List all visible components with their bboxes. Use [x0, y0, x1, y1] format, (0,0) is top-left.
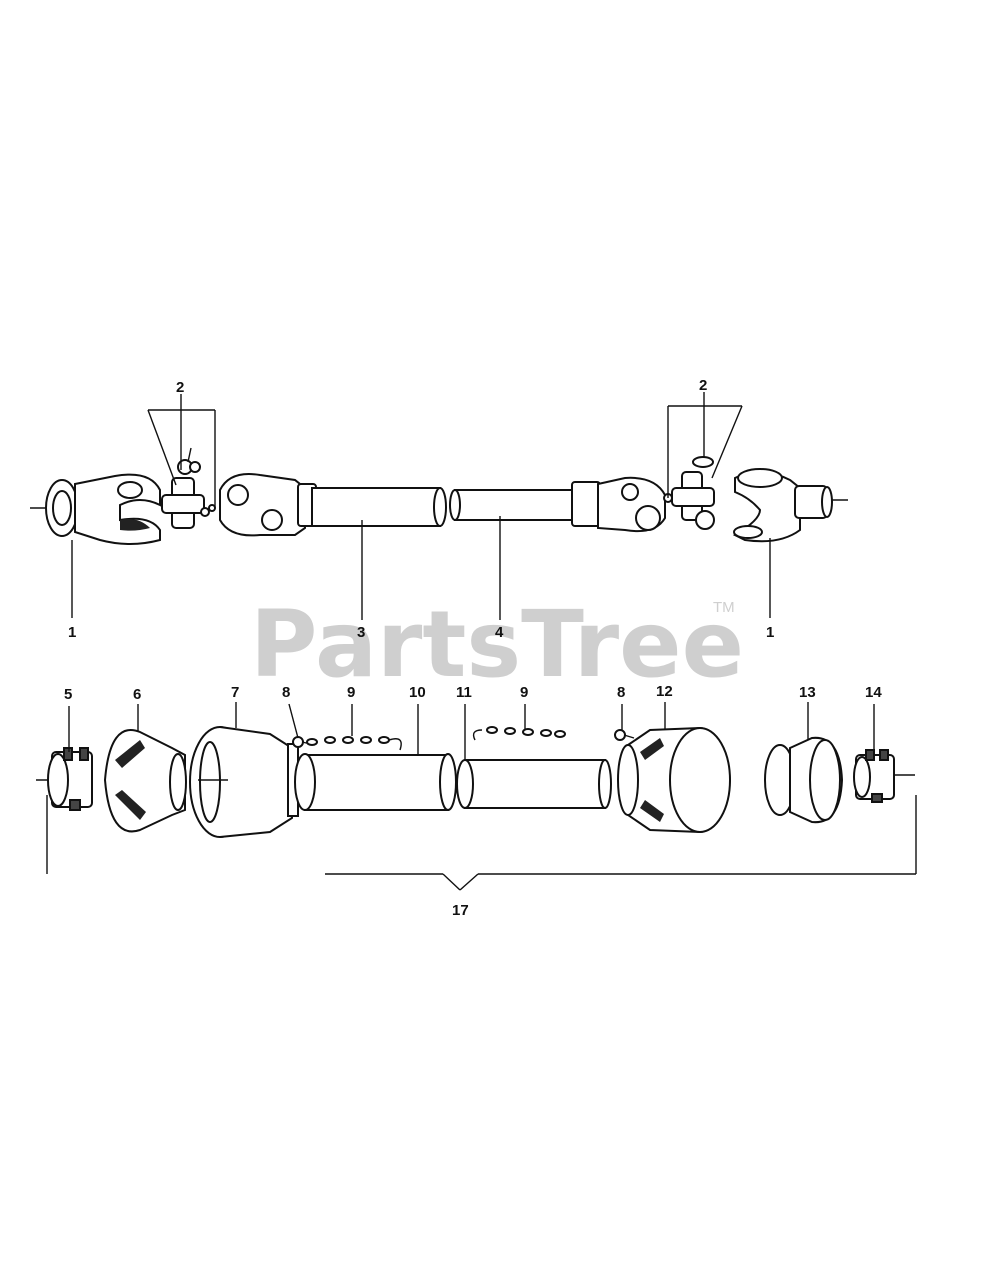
callout-13: 13	[799, 684, 816, 701]
part-8-right-screw[interactable]	[614, 729, 635, 741]
callout-5: 5	[64, 686, 72, 703]
part-13-guard-cone[interactable]	[764, 736, 844, 824]
callout-4: 4	[495, 624, 504, 641]
callout-8-right: 8	[617, 684, 625, 701]
part-11-inner-guard-tube[interactable]	[456, 759, 612, 809]
part-14-bearing-ring[interactable]	[853, 749, 895, 803]
callout-11: 11	[456, 684, 472, 701]
callout-1-left: 1	[68, 624, 76, 641]
callout-2-left: 2	[176, 379, 184, 396]
callout-14: 14	[865, 684, 882, 701]
part-2-right-cross-kit[interactable]	[663, 456, 715, 530]
callout-17: 17	[452, 902, 469, 919]
part-6-guard-cone[interactable]	[103, 729, 187, 833]
part-3-outer-tube-half[interactable]	[219, 473, 447, 537]
callout-7: 7	[231, 684, 239, 701]
part-9-right-chain[interactable]	[472, 726, 566, 741]
callout-10: 10	[409, 684, 426, 701]
callout-6: 6	[133, 686, 141, 703]
part-1-left-yoke[interactable]	[45, 473, 161, 545]
callout-2-right: 2	[699, 377, 707, 394]
callout-12: 12	[656, 683, 673, 700]
part-7-outer-guard-cone[interactable]	[189, 726, 299, 838]
part-4-inner-tube-half[interactable]	[449, 476, 666, 533]
watermark-tm: TM	[713, 599, 735, 616]
callout-3: 3	[357, 624, 365, 641]
part-10-outer-guard-tube[interactable]	[294, 753, 457, 811]
callout-1-right: 1	[766, 624, 774, 641]
part-1-right-yoke[interactable]	[732, 468, 833, 543]
top-driveline-assembly	[30, 392, 848, 620]
part-5-bearing-ring[interactable]	[47, 747, 93, 811]
part-12-outer-guard-cone[interactable]	[617, 726, 732, 834]
bottom-guard-assembly	[36, 702, 917, 891]
part-2-left-cross-kit[interactable]	[161, 459, 216, 529]
callout-8-left: 8	[282, 684, 290, 701]
callout-9-left: 9	[347, 684, 355, 701]
watermark: PartsTree TM	[250, 591, 744, 698]
watermark-text: PartsTree	[250, 591, 744, 698]
part-9-left-chain[interactable]	[306, 736, 402, 751]
callout-9-right: 9	[520, 684, 528, 701]
